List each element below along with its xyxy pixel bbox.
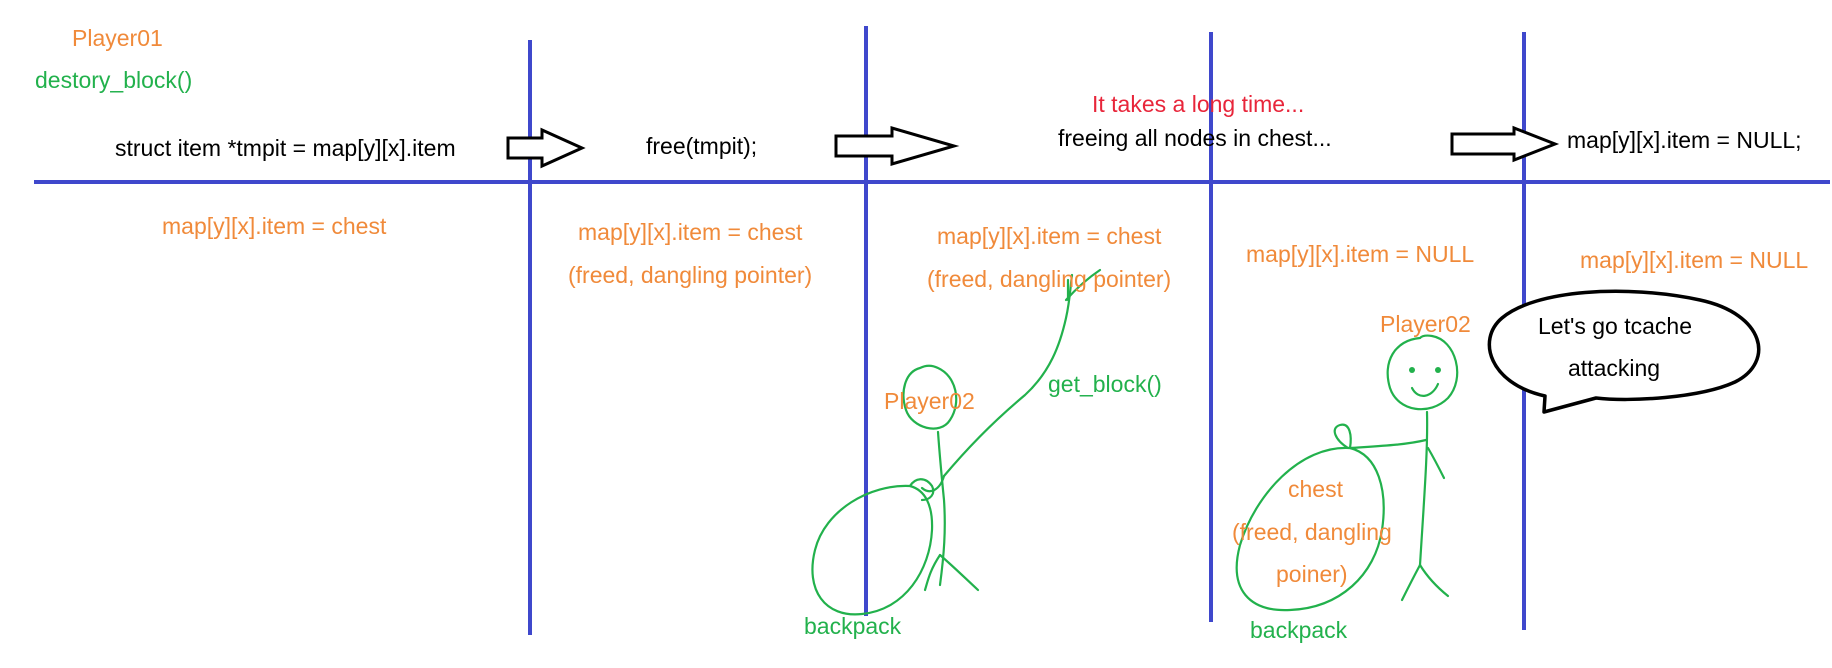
right-arrow-icon [506, 127, 586, 169]
step-4-code: freeing all nodes in chest... [1058, 125, 1332, 151]
stick-figure-icon [902, 268, 1102, 592]
step-2-state-note: (freed, dangling pointer) [568, 262, 813, 288]
step-1-code: struct item *tmpit = map[y][x].item [115, 135, 456, 161]
scene-2-item-line-1: chest [1288, 476, 1343, 502]
scene-1-player-label: Player02 [884, 388, 975, 414]
smiley-face-icon [1348, 334, 1459, 602]
sack-icon [811, 478, 935, 616]
right-arrow-icon [834, 126, 960, 166]
step-2-code: free(tmpit); [646, 133, 758, 159]
step-1-state: map[y][x].item = chest [162, 213, 387, 239]
right-arrow-icon [1450, 125, 1560, 163]
step-4-state: map[y][x].item = NULL [1246, 241, 1475, 267]
step-5-code: map[y][x].item = NULL; [1567, 127, 1802, 153]
scene-1-action-label: get_block() [1048, 371, 1162, 397]
step-3-state-note: (freed, dangling pointer) [927, 266, 1172, 292]
step-3-state: map[y][x].item = chest [937, 223, 1162, 249]
step-5-state: map[y][x].item = NULL [1580, 247, 1809, 273]
speech-text-line-1: Let's go tcache [1538, 313, 1692, 339]
header-player-label: Player01 [72, 25, 163, 51]
header-function-label: destory_block() [35, 67, 193, 93]
sack-icon [1235, 423, 1385, 612]
scene-1-bag-label: backpack [804, 613, 902, 639]
step-4-note: It takes a long time... [1092, 91, 1305, 117]
scene-2-item-line-3: poiner) [1276, 561, 1348, 587]
scene-2-player-label: Player02 [1380, 311, 1471, 337]
scene-2-bag-label: backpack [1250, 617, 1348, 643]
speech-text-line-2: attacking [1568, 355, 1661, 381]
step-2-state: map[y][x].item = chest [578, 219, 803, 245]
speech-bubble-icon [1487, 289, 1761, 414]
scene-2-item-line-2: (freed, dangling [1232, 519, 1392, 545]
